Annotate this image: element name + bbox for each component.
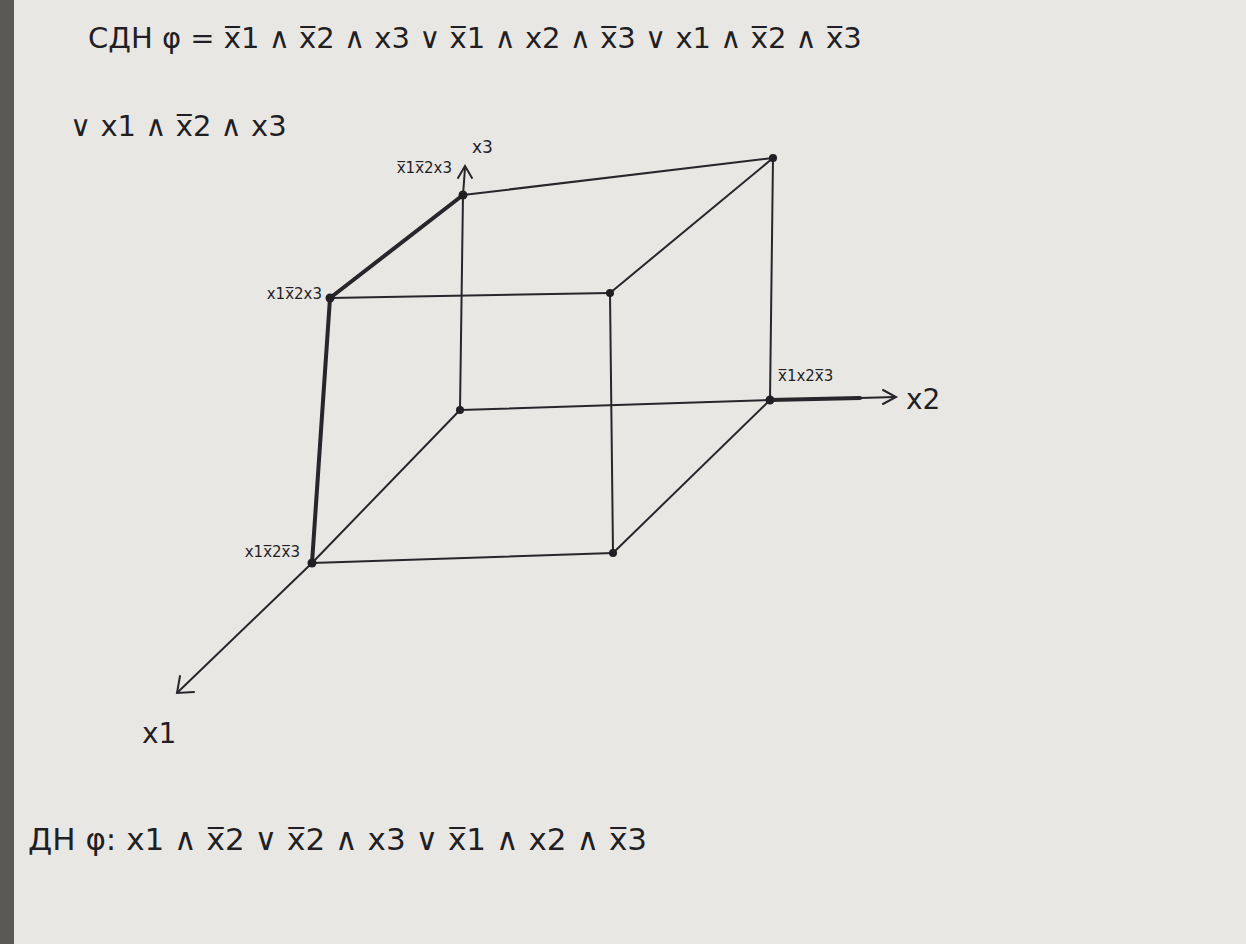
axis-x1 — [178, 563, 312, 692]
vertex-dot — [609, 549, 617, 557]
cube-edge — [463, 158, 773, 195]
vertex-dot — [456, 406, 464, 414]
vertex-dot — [326, 294, 335, 303]
vertex-label: x̅1x̅2x3 — [397, 160, 452, 177]
bold-edge — [770, 398, 860, 400]
formula-line: ∨ x1 ∧ x̅2 ∧ x3 — [70, 110, 287, 143]
bold-edge — [312, 298, 330, 563]
vertex-dot — [766, 396, 775, 405]
cube-edge — [330, 293, 610, 298]
cube-edge — [460, 400, 770, 410]
formula-line: СДН φ = x̅1 ∧ x̅2 ∧ x3 ∨ x̅1 ∧ x2 ∧ x̅3 … — [88, 22, 862, 55]
arrow-head — [458, 166, 472, 178]
cube-edge — [312, 553, 613, 563]
axis-x2 — [860, 397, 895, 398]
vertex-label: x1x̅2x3 — [267, 286, 322, 303]
vertex-label: x1x̅2x̅3 — [245, 544, 300, 561]
arrow-head — [883, 390, 896, 404]
bold-edge — [330, 195, 463, 298]
vertex-label: x̅1x2x̅3 — [778, 368, 833, 385]
cube-edge — [770, 158, 773, 400]
vertex-dot — [606, 289, 614, 297]
cube-edge — [610, 158, 773, 293]
vertex-dot — [769, 154, 777, 162]
axis-label: x3 — [472, 138, 493, 158]
formula-line: ДН φ: x1 ∧ x̅2 ∨ x̅2 ∧ x3 ∨ x̅1 ∧ x2 ∧ x… — [28, 822, 647, 858]
axis-label: x2 — [906, 384, 940, 416]
axis-label: x1 — [142, 718, 176, 750]
cube-edge — [460, 195, 463, 410]
cube-edge — [312, 410, 460, 563]
vertex-dot — [459, 191, 468, 200]
cube-edge — [610, 293, 613, 553]
arrow-head — [177, 676, 194, 693]
cube-edge — [613, 400, 770, 553]
vertex-dot — [308, 559, 317, 568]
